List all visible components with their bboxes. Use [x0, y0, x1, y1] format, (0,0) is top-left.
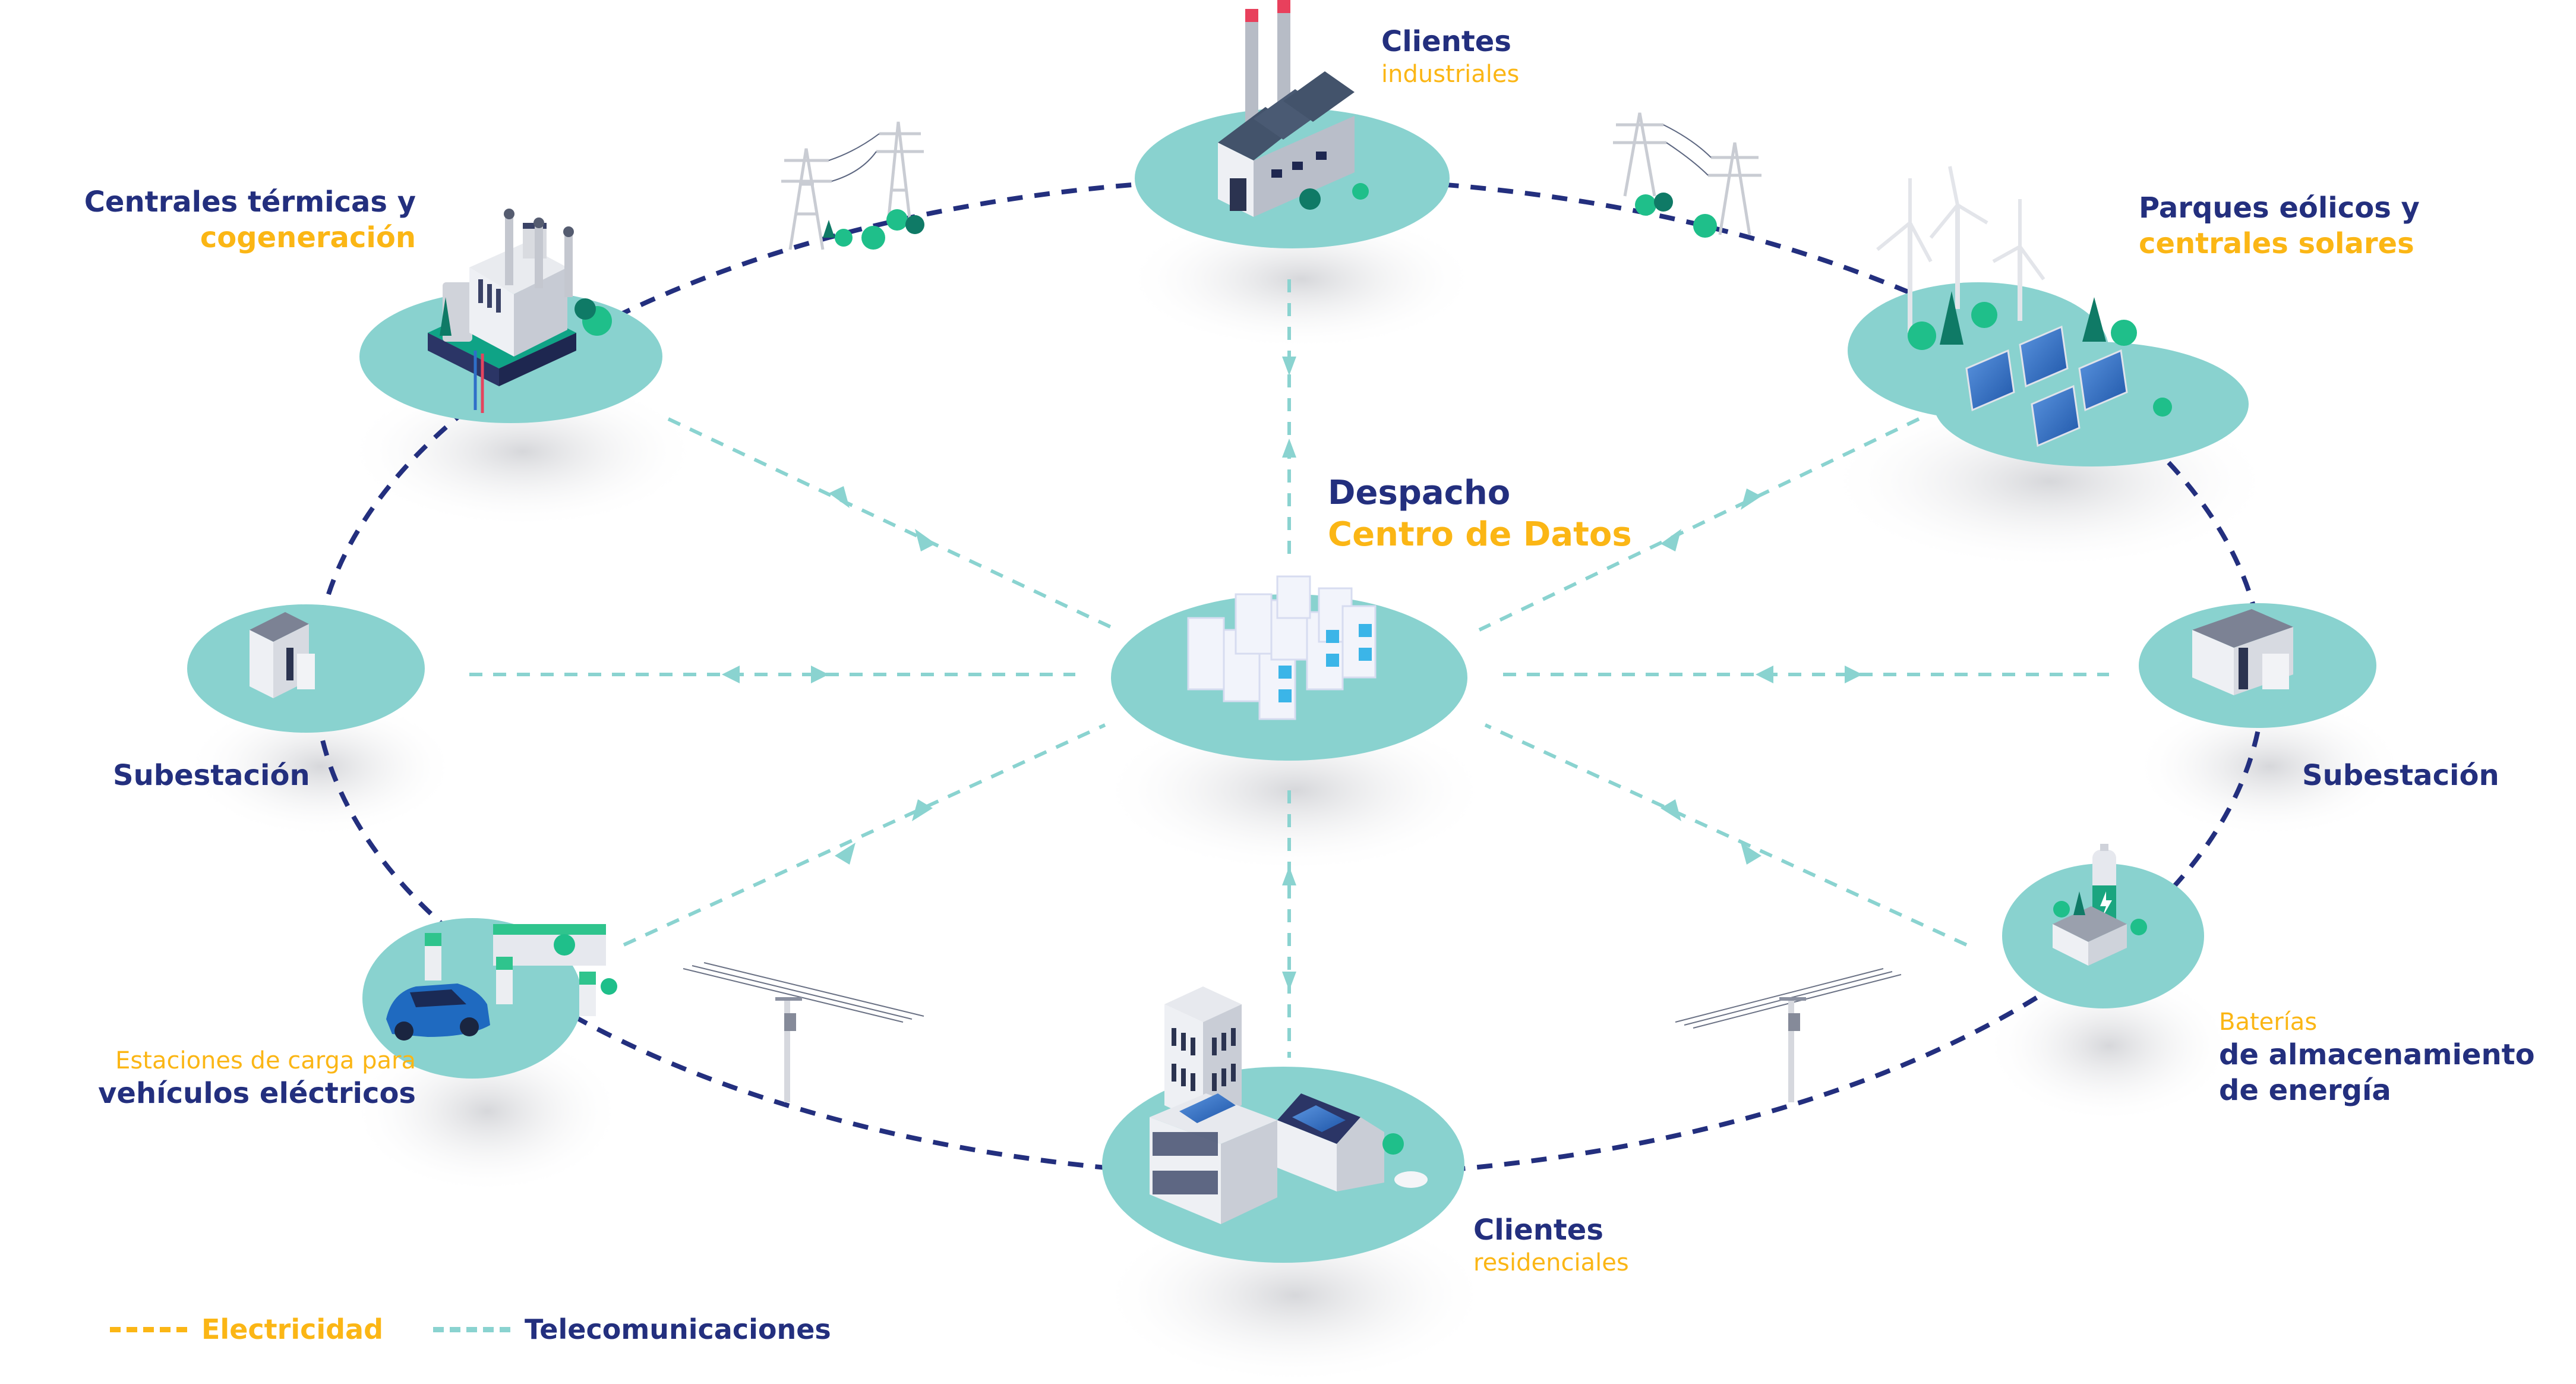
- wind-turbine-icon: [1876, 166, 2045, 333]
- label-battery: Baterías de almacenamiento de energía: [2219, 1007, 2535, 1108]
- tree-icon: [1908, 291, 2172, 417]
- telecom-link-renewables: [1478, 417, 1920, 632]
- tree-icon: [823, 209, 924, 250]
- legend-telecom-swatch: [433, 1326, 511, 1332]
- telecom-link-ev: [623, 723, 1106, 947]
- telecom-links: [469, 279, 2109, 1058]
- arrow-icon: [1845, 666, 1862, 683]
- telecom-link-battery: [1484, 723, 1968, 947]
- label-industrial: Clientes industriales: [1381, 24, 1519, 89]
- transmission-tower-icon: [1613, 112, 1761, 235]
- label-ev-line2: vehículos eléctricos: [98, 1077, 416, 1110]
- utility-pole-icon: [1675, 968, 1902, 1102]
- arrow-icon: [829, 486, 850, 508]
- legend: Electricidad Telecomunicaciones: [110, 1313, 831, 1345]
- label-battery-line1: Baterías: [2219, 1008, 2318, 1036]
- label-thermal: Centrales térmicas y cogeneración: [36, 184, 416, 256]
- arrow-icon: [1282, 357, 1296, 376]
- label-substation-right: Subestación: [2302, 759, 2499, 792]
- label-renewables-line2: centrales solares: [2139, 227, 2414, 260]
- label-renewables-line1: Parques eólicos y: [2139, 191, 2420, 225]
- label-thermal-line2: cogeneración: [200, 221, 416, 254]
- data-center-icon: [1187, 575, 1377, 720]
- label-thermal-line1: Centrales térmicas y: [84, 185, 416, 219]
- label-ev-line1: Estaciones de carga para: [115, 1047, 416, 1074]
- island-shadows: [184, 208, 2406, 1384]
- utility-pole-icon: [683, 962, 924, 1102]
- arrow-icon: [1660, 799, 1681, 821]
- arrow-icon: [1660, 529, 1681, 551]
- factory-icon: [1218, 0, 1369, 217]
- legend-electricity-swatch: [110, 1326, 187, 1332]
- arrow-icon: [835, 843, 855, 865]
- legend-electricity-label: Electricidad: [201, 1313, 384, 1345]
- label-battery-line2: de almacenamiento: [2219, 1038, 2535, 1071]
- label-industrial-line2: industriales: [1381, 61, 1520, 88]
- substation-icon: [2192, 609, 2293, 695]
- label-dispatch: Despacho Centro de Datos: [1328, 472, 1632, 556]
- solar-panel-icon: [1965, 325, 2128, 447]
- telecom-arrowheads: [722, 357, 1862, 991]
- battery-storage-icon: [2053, 844, 2147, 966]
- label-dispatch-line2: Centro de Datos: [1328, 515, 1632, 554]
- arrow-icon: [1756, 666, 1773, 683]
- arrow-icon: [1282, 866, 1296, 885]
- ev-charging-icon: [386, 924, 617, 1041]
- label-residential-line1: Clientes: [1473, 1213, 1603, 1247]
- label-residential: Clientes residenciales: [1473, 1212, 1629, 1278]
- label-dispatch-line1: Despacho: [1328, 474, 1511, 512]
- tree-icon: [1635, 193, 1717, 238]
- label-renewables: Parques eólicos y centrales solares: [2139, 190, 2420, 261]
- label-residential-line2: residenciales: [1473, 1249, 1629, 1276]
- label-battery-line3: de energía: [2219, 1074, 2391, 1107]
- label-ev: Estaciones de carga para vehículos eléct…: [48, 1046, 416, 1111]
- residential-building-icon: [1150, 986, 1428, 1224]
- label-industrial-line1: Clientes: [1381, 25, 1511, 58]
- arrow-icon: [811, 666, 829, 683]
- arrow-icon: [1741, 843, 1761, 865]
- arrow-icon: [1282, 972, 1296, 991]
- arrow-icon: [1741, 488, 1761, 510]
- arrow-icon: [912, 799, 933, 821]
- arrow-icon: [915, 529, 936, 551]
- arrow-icon: [722, 666, 740, 683]
- legend-telecom-label: Telecomunicaciones: [525, 1313, 831, 1345]
- thermal-plant-icon: [428, 209, 612, 413]
- arrow-icon: [1282, 439, 1296, 458]
- label-substation-left: Subestación: [113, 759, 310, 792]
- substation-icon: [250, 612, 315, 698]
- telecom-link-thermal: [667, 417, 1118, 632]
- transmission-tower-icon: [781, 121, 924, 250]
